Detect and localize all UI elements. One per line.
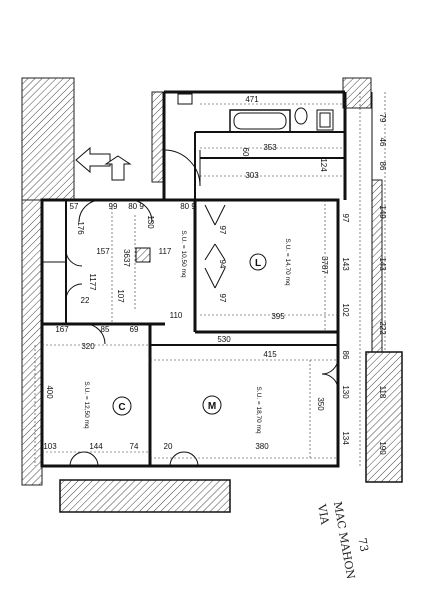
annotation-line-2: MAC MAHON (331, 500, 358, 580)
room-M-letter: M (208, 401, 216, 412)
dim-3637: 3637 (122, 249, 131, 267)
dim-415: 415 (263, 350, 277, 359)
dim-80-9a: 80 9 (128, 202, 144, 211)
dim-157: 157 (96, 247, 110, 256)
dim-85: 85 (101, 325, 110, 334)
dimension-labels: 471 353 60 303 124 79 46 86 149 143 143 … (43, 95, 387, 455)
dim-118: 118 (378, 386, 387, 399)
dim-79: 79 (378, 114, 387, 123)
room-M: M S.U. = 18,70 mq (202, 386, 262, 434)
dim-353: 353 (263, 143, 277, 152)
room-C: C S.U. = 12,50 mq (83, 381, 132, 429)
dim-530: 530 (217, 335, 231, 344)
dim-110: 110 (170, 311, 183, 320)
dim-3787: 3787 (320, 256, 329, 274)
dimension-lines (34, 92, 386, 466)
room-C-area: S.U. = 12,50 mq (83, 381, 90, 429)
dim-144: 144 (89, 442, 103, 451)
annotation-line-3: 73 (355, 537, 370, 553)
room-C-letter: C (118, 402, 125, 413)
dim-143a: 143 (341, 257, 350, 271)
dim-380: 380 (255, 442, 269, 451)
entrance-arrows (75, 146, 132, 181)
dim-395: 395 (271, 312, 285, 321)
dim-102: 102 (341, 303, 350, 317)
dim-303: 303 (245, 171, 259, 180)
dim-94: 94 (218, 260, 227, 269)
dim-149: 149 (378, 205, 387, 219)
dim-20: 20 (164, 442, 173, 451)
dim-130b: 130 (341, 385, 350, 399)
dim-134: 134 (341, 431, 350, 445)
dim-1177: 1177 (88, 273, 97, 291)
walls (40, 90, 373, 468)
dim-103: 103 (43, 442, 57, 451)
dim-320: 320 (81, 342, 95, 351)
dim-176: 176 (76, 221, 85, 235)
dim-69: 69 (130, 325, 139, 334)
room-L-area: S.U. = 14,70 mq (284, 238, 291, 286)
dim-60: 60 (241, 148, 250, 157)
dim-167: 167 (55, 325, 69, 334)
dim-86a: 86 (378, 162, 387, 171)
annotation-line-1: VIA (315, 502, 332, 526)
bathroom-fixtures (177, 93, 334, 133)
room-L-letter: L (255, 258, 261, 269)
dim-124: 124 (319, 158, 328, 172)
balconies (59, 351, 403, 513)
dim-190: 190 (378, 441, 387, 455)
dim-222: 222 (378, 321, 387, 335)
dim-57: 57 (70, 202, 79, 211)
chimney (135, 247, 151, 263)
dim-130: 130 (146, 215, 155, 229)
dim-99: 99 (109, 202, 118, 211)
dim-350: 350 (316, 397, 325, 411)
room-L: L S.U. = 14,70 mq (249, 238, 291, 286)
dim-400: 400 (45, 385, 54, 399)
dim-107: 107 (116, 289, 125, 303)
dim-143b: 143 (378, 257, 387, 271)
corridor-area: S.U. = 10,50 mq (180, 230, 187, 278)
room-M-area: S.U. = 18,70 mq (255, 386, 262, 434)
dim-97c: 97 (218, 294, 227, 303)
dim-117a: 117 (159, 247, 172, 256)
dim-80-9b: 80 9 (180, 202, 196, 211)
door-swings (65, 149, 339, 467)
dim-86b: 86 (341, 351, 350, 360)
dim-97b: 97 (218, 226, 227, 235)
dim-471: 471 (245, 95, 259, 104)
dim-97a: 97 (341, 214, 350, 223)
dim-22: 22 (81, 296, 90, 305)
dim-74: 74 (130, 442, 139, 451)
dim-46: 46 (378, 138, 387, 147)
address-annotation: VIA MAC MAHON 73 (315, 500, 371, 580)
